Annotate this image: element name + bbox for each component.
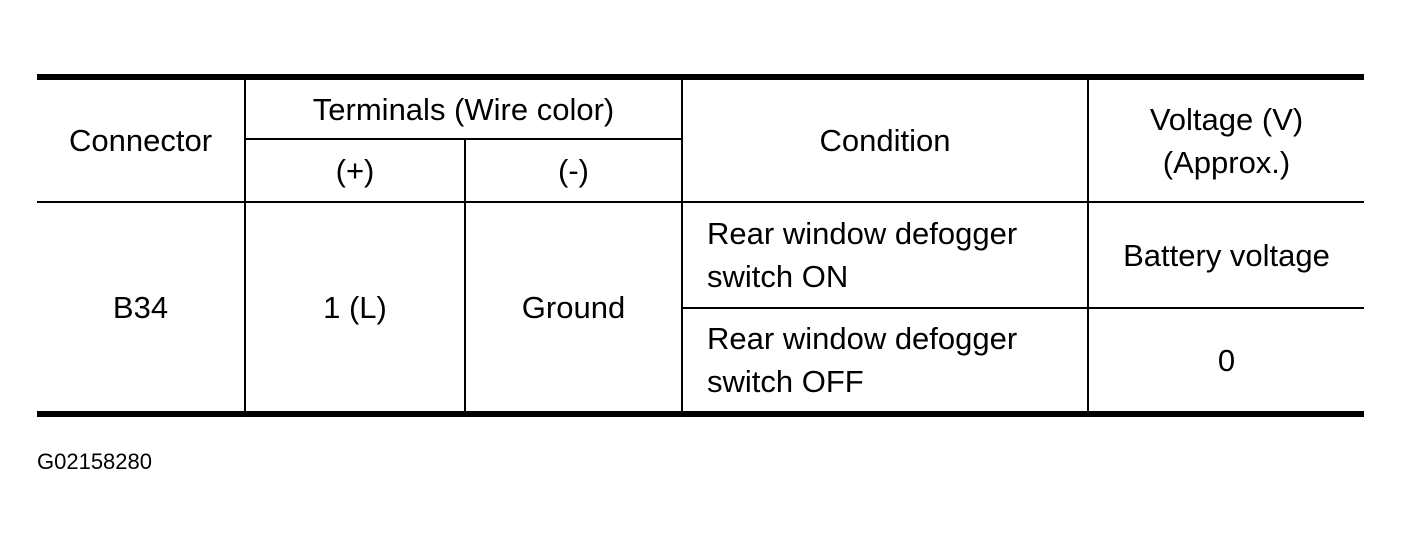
table-row: B34 1 (L) Ground Rear window defogger sw…	[37, 201, 1365, 415]
cell-plus: 1 (L)	[244, 201, 466, 415]
header-voltage-line1: Voltage (V)	[1149, 101, 1304, 137]
header-connector: Connector	[37, 77, 246, 203]
header-minus: (-)	[463, 138, 684, 203]
condition-off-line1: Rear window defogger	[707, 321, 1018, 356]
cell-connector: B34	[37, 201, 246, 415]
figure-code: G02158280	[37, 449, 152, 474]
condition-on-line2: switch ON	[707, 259, 849, 294]
header-terminals: Terminals (Wire color)	[243, 77, 684, 140]
header-voltage: Voltage (V) (Approx.)	[1087, 77, 1365, 203]
cell-voltage-off: 0	[1087, 307, 1365, 414]
cell-condition-on: Rear window defogger switch ON	[681, 201, 1090, 309]
cell-minus: Ground	[463, 201, 684, 415]
condition-off-line2: switch OFF	[707, 364, 864, 399]
header-plus: (+)	[245, 138, 466, 203]
table-row: Rear window defogger switch OFF 0	[37, 307, 1365, 414]
subheader-row: (+) (-)	[37, 138, 1364, 203]
cell-voltage-on: Battery voltage	[1087, 201, 1365, 309]
spec-table: Connector Terminals (Wire color) Conditi…	[37, 74, 1365, 417]
header-voltage-line2: (Approx.)	[1162, 144, 1291, 180]
header-condition: Condition	[681, 77, 1090, 203]
header-row: Connector Terminals (Wire color) Conditi…	[37, 77, 1365, 203]
condition-on-line1: Rear window defogger	[707, 216, 1018, 251]
cell-condition-off: Rear window defogger switch OFF	[682, 307, 1090, 414]
